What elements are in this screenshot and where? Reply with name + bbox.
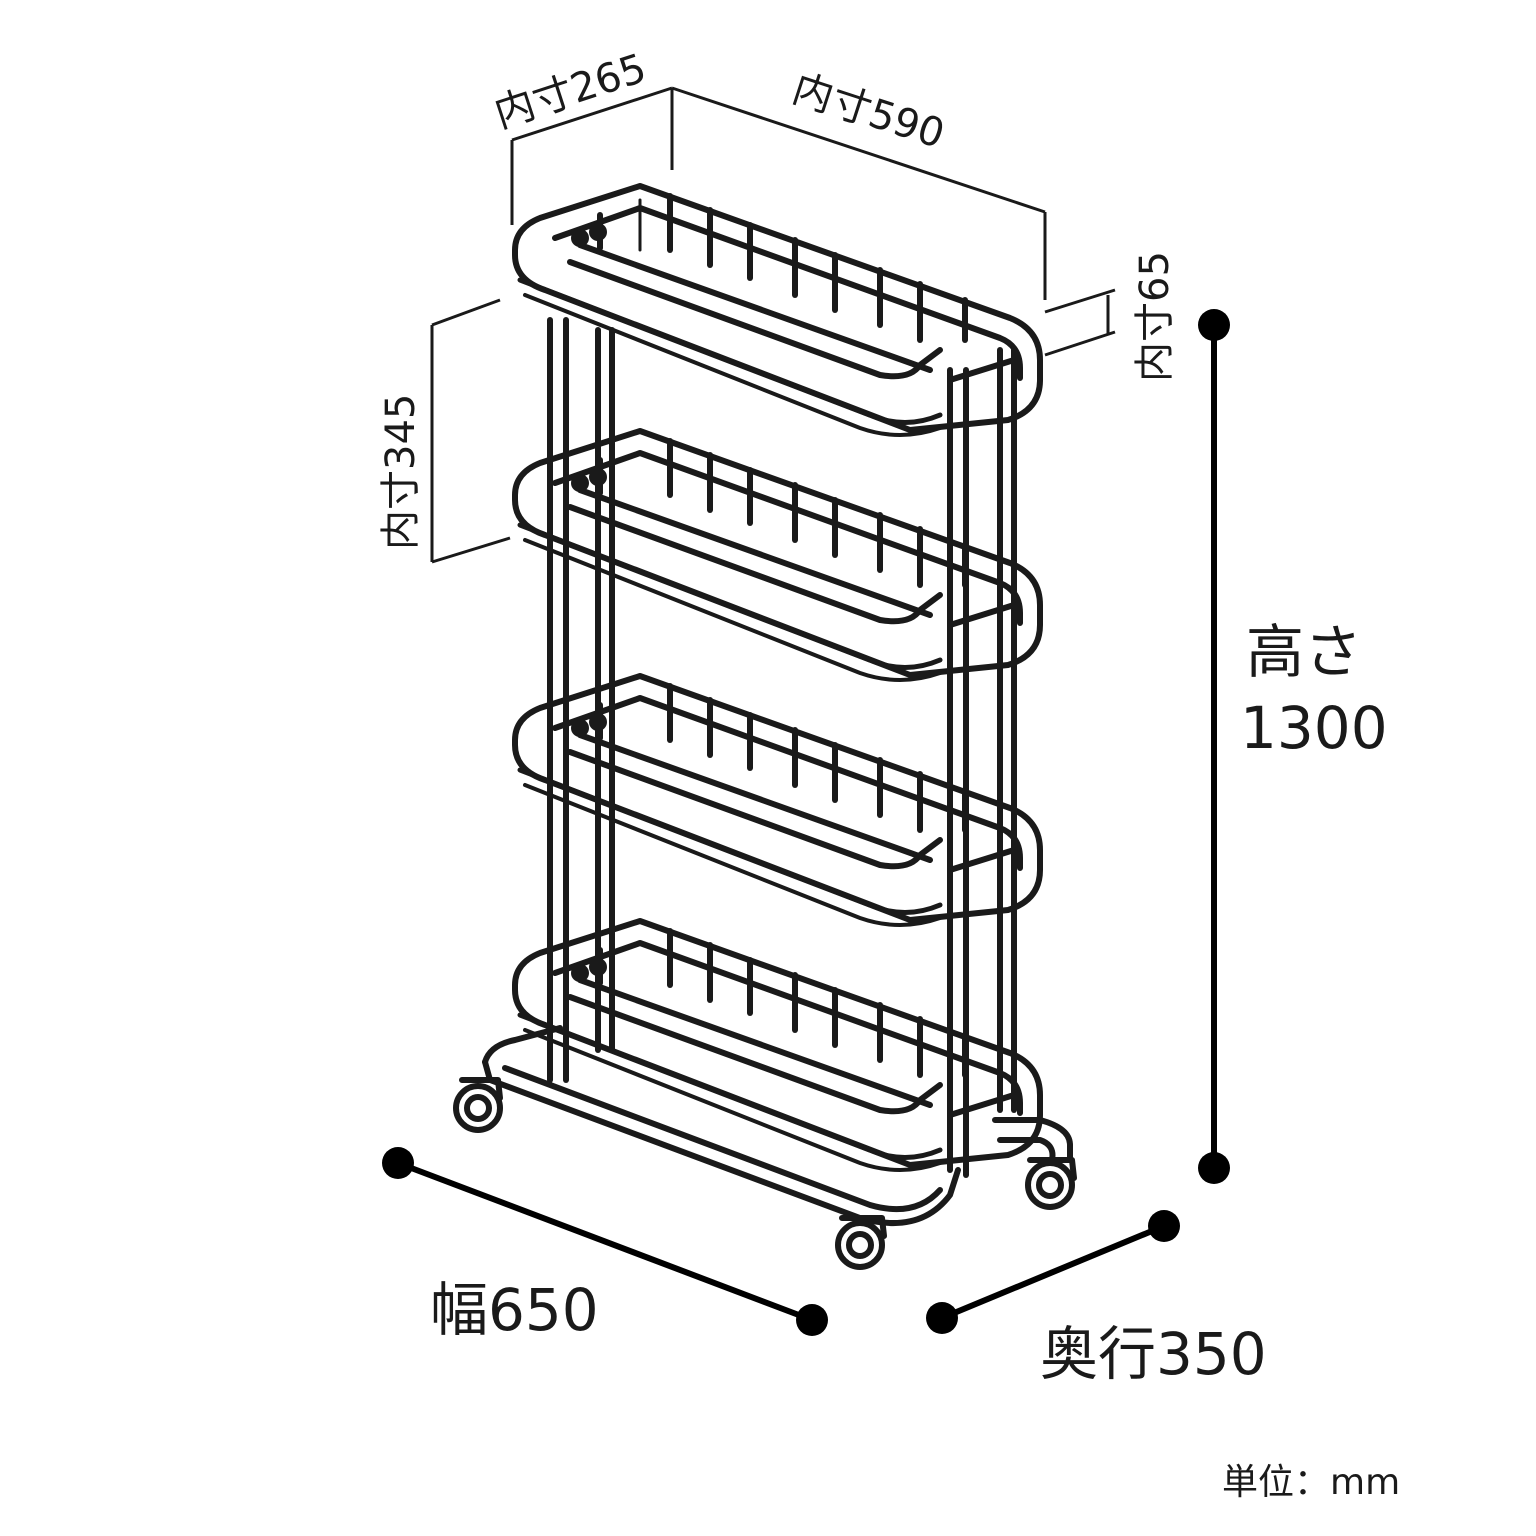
- height-dimension: [1198, 309, 1230, 1184]
- trolley-illustration: [453, 183, 1077, 1270]
- shelf-3: [512, 673, 1043, 927]
- shelf-2: [512, 428, 1043, 682]
- label-inner-depth: 内寸265: [489, 45, 652, 137]
- base-frame: [482, 1025, 1073, 1227]
- label-height-value: 1300: [1240, 694, 1388, 762]
- caster-front: [835, 1215, 887, 1270]
- shelf-1: [512, 183, 1043, 437]
- width-dimension: [382, 1147, 828, 1336]
- label-inner-pitch: 内寸345: [378, 394, 424, 550]
- depth-dot-right: [1148, 1210, 1180, 1242]
- label-inner-width: 内寸590: [787, 66, 950, 158]
- label-depth: 奥行350: [1040, 1320, 1267, 1388]
- caster-right: [1025, 1157, 1077, 1210]
- dimension-lines: [430, 86, 1116, 564]
- dim-590-line: [671, 86, 1046, 214]
- width-dot-right: [796, 1304, 828, 1336]
- width-dot-left: [382, 1147, 414, 1179]
- depth-dot-left: [926, 1302, 958, 1334]
- depth-dimension: [926, 1210, 1180, 1334]
- shelf-4: [512, 918, 1043, 1172]
- label-inner-rim: 内寸65: [1132, 251, 1178, 382]
- height-dot-bottom: [1198, 1152, 1230, 1184]
- caster-left: [453, 1077, 503, 1133]
- label-width: 幅650: [430, 1276, 599, 1344]
- label-unit: 単位：mm: [1222, 1462, 1400, 1503]
- height-dot-top: [1198, 309, 1230, 341]
- dim-265-line: [511, 86, 673, 142]
- label-height-title: 高さ: [1246, 618, 1362, 686]
